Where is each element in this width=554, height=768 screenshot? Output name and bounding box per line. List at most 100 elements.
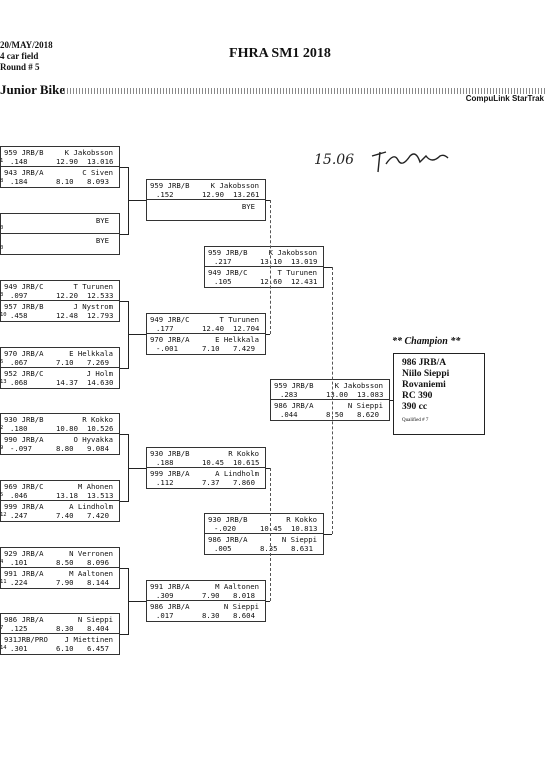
bracket-connector (120, 434, 128, 435)
speed: 12.793 (87, 311, 114, 320)
seed-number: 8 (0, 178, 4, 184)
car-number: 929 JRB/A (4, 549, 44, 558)
speed: 14.630 (87, 378, 114, 387)
driver-name: N Sieppi (281, 535, 317, 544)
reaction-time: .105 (214, 277, 232, 286)
car-number: 970 JRB/A (150, 335, 190, 344)
bracket-entry: BYE (146, 200, 266, 221)
driver-name: M Aaltonen (69, 569, 113, 578)
bracket-connector (120, 368, 128, 369)
driver-name: C Siven (82, 168, 113, 177)
seed-number: 0 (0, 245, 4, 251)
car-number: 986 JRB/A (4, 615, 44, 624)
car-number: 959 JRB/B (4, 148, 44, 157)
driver-name: E Helkkala (69, 349, 113, 358)
bracket-connector (128, 468, 146, 469)
speed: 8.620 (357, 410, 379, 419)
reaction-time: .184 (10, 177, 28, 186)
page-title: FHRA SM1 2018 (229, 46, 331, 61)
seed-number: 7 (0, 625, 4, 631)
driver-name: K Jakobsson (210, 181, 259, 190)
bracket-connector (324, 267, 332, 268)
reaction-time: .301 (10, 644, 28, 653)
car-number: 991 JRB/A (4, 569, 44, 578)
bracket-connector (270, 200, 271, 334)
champion-bike: RC 390 (402, 391, 433, 401)
bracket-connector (120, 634, 128, 635)
reaction-time: .101 (10, 558, 28, 567)
bracket-connector (120, 234, 128, 235)
driver-name: K Jakobsson (64, 148, 113, 157)
reaction-time: -.097 (10, 444, 32, 453)
elapsed-time: 7.10 (202, 344, 220, 353)
driver-name: R Kokko (286, 515, 317, 524)
bracket-connector (128, 200, 146, 201)
car-number: 970 JRB/A (4, 349, 44, 358)
seed-number: 12 (0, 512, 7, 518)
driver-name: T Turunen (73, 282, 113, 291)
elapsed-time: 13.00 (326, 390, 348, 399)
speed: 8.631 (291, 544, 313, 553)
speed: 13.016 (87, 157, 114, 166)
reaction-time: .177 (156, 324, 174, 333)
reaction-time: .247 (10, 511, 28, 520)
bye-label: BYE (241, 202, 255, 211)
driver-name: O Hyvakka (73, 435, 113, 444)
seed-number: 6 (0, 359, 4, 365)
elapsed-time: 12.40 (202, 324, 224, 333)
car-number: 949 JRB/C (4, 282, 44, 291)
elapsed-time: 8.30 (202, 611, 220, 620)
bracket-connector (128, 301, 129, 369)
car-number: 930 JRB/B (4, 415, 44, 424)
car-number: 943 JRB/A (4, 168, 44, 177)
driver-name: N Sieppi (223, 602, 259, 611)
driver-name: J Nystrom (73, 302, 113, 311)
speed: 8.096 (87, 558, 109, 567)
elapsed-time: 10.45 (202, 458, 224, 467)
bracket-connector (120, 501, 128, 502)
seed-number: 5 (0, 492, 4, 498)
reaction-time: .044 (280, 410, 298, 419)
reaction-time: .309 (156, 591, 174, 600)
car-number: 990 JRB/A (4, 435, 44, 444)
seed-number: 1 (0, 158, 4, 164)
reaction-time: .046 (10, 491, 28, 500)
champion-car: 986 JRB/A (402, 358, 447, 368)
elapsed-time: 8.30 (56, 624, 74, 633)
driver-name: K Jakobsson (334, 381, 383, 390)
reaction-time: .112 (156, 478, 174, 487)
reaction-time: .188 (156, 458, 174, 467)
elapsed-time: 8.80 (56, 444, 74, 453)
speed: 12.533 (87, 291, 114, 300)
handwritten-time: 15.06 (314, 152, 354, 168)
field-size: 4 car field (0, 51, 39, 61)
speed: 13.083 (357, 390, 384, 399)
speed: 13.513 (87, 491, 114, 500)
header-info: 20/MAY/2018 4 car field Round # 5 (0, 40, 53, 73)
speed: 12.704 (233, 324, 260, 333)
car-number: 949 JRB/C (150, 315, 190, 324)
reaction-time: -.001 (156, 344, 178, 353)
seed-number: 4 (0, 559, 4, 565)
